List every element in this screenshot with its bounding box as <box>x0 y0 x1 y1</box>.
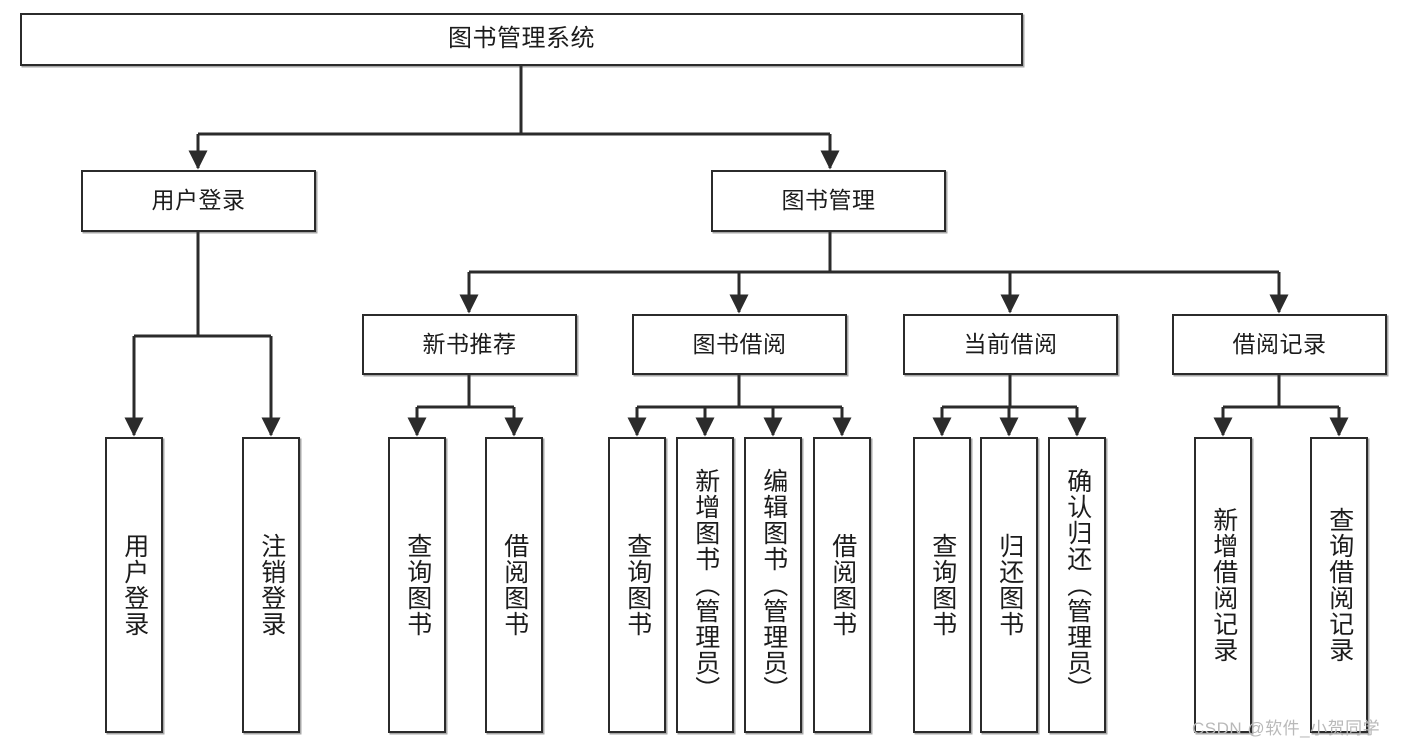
node-label: 图书管理 <box>781 187 876 214</box>
node-label: 编辑图书（管理员） <box>759 468 788 702</box>
node-root-system[interactable]: 图书管理系统 <box>20 13 1023 66</box>
node-leaf-add-record[interactable]: 新增借阅记录 <box>1194 437 1252 733</box>
node-new-book-recommend[interactable]: 新书推荐 <box>362 314 577 375</box>
node-label: 查询借阅记录 <box>1325 507 1354 663</box>
node-leaf-user-login[interactable]: 用户登录 <box>105 437 163 733</box>
node-leaf-borrow-book-1[interactable]: 借阅图书 <box>485 437 543 733</box>
node-leaf-query-record[interactable]: 查询借阅记录 <box>1310 437 1368 733</box>
node-leaf-query-book-3[interactable]: 查询图书 <box>913 437 971 733</box>
node-label: 用户登录 <box>120 533 149 637</box>
node-label: 新书推荐 <box>422 330 517 357</box>
node-leaf-add-book[interactable]: 新增图书（管理员） <box>676 437 734 733</box>
node-user-login[interactable]: 用户登录 <box>81 170 316 232</box>
node-leaf-logout-login[interactable]: 注销登录 <box>242 437 300 733</box>
node-leaf-query-book-2[interactable]: 查询图书 <box>608 437 666 733</box>
node-leaf-confirm-return[interactable]: 确认归还（管理员） <box>1048 437 1106 733</box>
node-label: 查询图书 <box>623 533 652 637</box>
node-borrow-record[interactable]: 借阅记录 <box>1172 314 1387 375</box>
node-label: 归还图书 <box>995 533 1024 637</box>
node-label: 借阅记录 <box>1232 330 1327 357</box>
node-label: 确认归还（管理员） <box>1063 468 1092 702</box>
node-label: 用户登录 <box>151 187 246 214</box>
node-label: 图书管理系统 <box>448 25 595 53</box>
node-label: 当前借阅 <box>963 330 1058 357</box>
node-leaf-query-book-1[interactable]: 查询图书 <box>388 437 446 733</box>
node-book-manage[interactable]: 图书管理 <box>711 170 946 232</box>
node-label: 新增图书（管理员） <box>691 468 720 702</box>
node-current-borrow[interactable]: 当前借阅 <box>903 314 1118 375</box>
node-leaf-return-book[interactable]: 归还图书 <box>980 437 1038 733</box>
node-label: 图书借阅 <box>692 330 787 357</box>
node-label: 借阅图书 <box>828 533 857 637</box>
node-leaf-edit-book[interactable]: 编辑图书（管理员） <box>744 437 802 733</box>
node-label: 新增借阅记录 <box>1209 507 1238 663</box>
node-label: 查询图书 <box>403 533 432 637</box>
csdn-watermark: CSDN @软件_小贺同学 <box>1192 719 1381 738</box>
node-label: 注销登录 <box>257 533 286 637</box>
node-leaf-borrow-book-2[interactable]: 借阅图书 <box>813 437 871 733</box>
node-label: 查询图书 <box>928 533 957 637</box>
node-label: 借阅图书 <box>500 533 529 637</box>
node-book-borrow[interactable]: 图书借阅 <box>632 314 847 375</box>
